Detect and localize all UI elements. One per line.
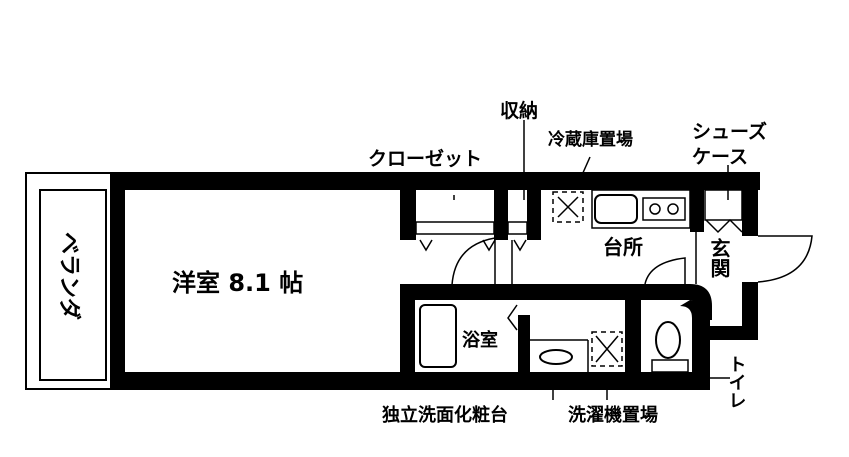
bathroom bbox=[419, 290, 689, 373]
veranda-label: ベランダ bbox=[56, 232, 82, 320]
stove-icon bbox=[642, 197, 686, 221]
bathroom-label: 浴室 bbox=[462, 329, 498, 351]
sink-icon bbox=[594, 194, 638, 224]
bathtub-icon bbox=[419, 304, 457, 368]
washer-space-icon bbox=[591, 331, 623, 367]
leader-lines bbox=[523, 120, 730, 400]
storage-label: 収納 bbox=[500, 99, 538, 122]
shoes-case bbox=[704, 189, 813, 283]
closet bbox=[415, 195, 528, 286]
toilet-icon bbox=[655, 321, 681, 359]
washer-space-label: 洗濯機置場 bbox=[568, 404, 658, 426]
western-room-label: 洋室 8.1 帖 bbox=[172, 269, 303, 297]
fridge-space-label: 冷蔵庫置場 bbox=[548, 129, 633, 150]
vanity-label: 独立洗面化粧台 bbox=[382, 404, 508, 426]
walls bbox=[110, 172, 760, 390]
kitchen-label: 台所 bbox=[603, 235, 643, 259]
kitchen-counter bbox=[552, 189, 697, 285]
shoes-case-label-line2: ケース bbox=[692, 146, 748, 168]
washbasin-icon bbox=[539, 349, 573, 365]
shoes-case-label-line1: シューズ bbox=[692, 120, 767, 143]
entrance-label: 玄関 bbox=[707, 237, 731, 279]
entrance-door bbox=[757, 235, 813, 283]
toilet-label: トイレ bbox=[726, 355, 747, 409]
closet-label: クローゼット bbox=[368, 147, 482, 170]
